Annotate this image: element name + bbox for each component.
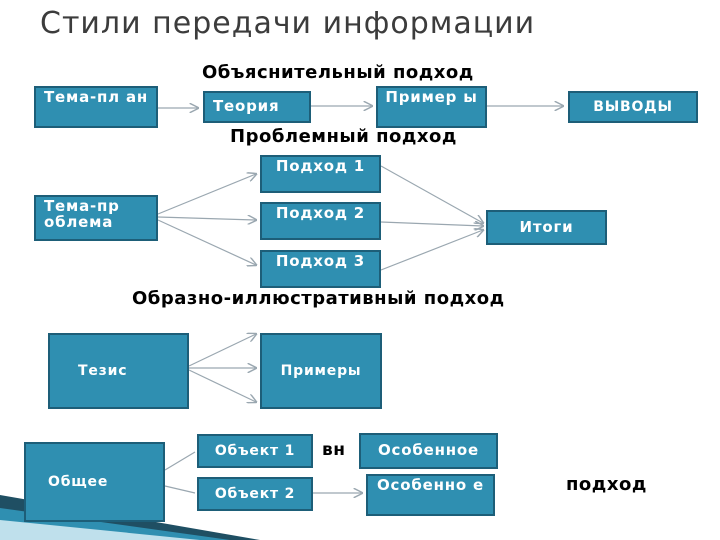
heading-fragment: вн bbox=[322, 440, 346, 460]
arrow-approach2-results bbox=[380, 222, 483, 226]
box-specific-2: Особенно е bbox=[366, 474, 495, 516]
arrow-problem-approach2 bbox=[157, 217, 256, 220]
box-thesis: Тезис bbox=[48, 333, 189, 409]
box-approach-3: Подход 3 bbox=[260, 250, 381, 288]
box-results: Итоги bbox=[486, 210, 607, 245]
box-general: Общее bbox=[24, 442, 165, 522]
arrow-general-object1 bbox=[164, 451, 196, 471]
box-approach-2: Подход 2 bbox=[260, 202, 381, 240]
arrow-problem-approach3 bbox=[157, 219, 256, 265]
box-object-2: Объект 2 bbox=[197, 477, 313, 511]
arrow-approach3-results bbox=[380, 230, 483, 271]
box-theory: Теория bbox=[203, 91, 311, 123]
arrow-thesis-examples-1 bbox=[188, 334, 256, 367]
arrow-general-object2 bbox=[164, 485, 196, 494]
box-approach-1: Подход 1 bbox=[260, 155, 381, 193]
box-specific-1: Особенное bbox=[359, 433, 498, 469]
arrow-approach1-results bbox=[380, 165, 483, 223]
box-topic-plan: Тема-пл ан bbox=[34, 86, 158, 128]
arrow-thesis-examples-3 bbox=[188, 369, 256, 402]
heading-explanatory: Объяснительный подход bbox=[202, 62, 474, 83]
heading-illustrative: Образно-иллюстративный подход bbox=[132, 288, 505, 309]
arrow-problem-approach1 bbox=[157, 174, 256, 215]
box-topic-problem: Тема-пр облема bbox=[34, 195, 158, 241]
slide-title: Стили передачи информации bbox=[40, 6, 536, 41]
box-object-1: Объект 1 bbox=[197, 434, 313, 468]
heading-approach-end: подход bbox=[566, 474, 647, 495]
box-examples: Пример ы bbox=[376, 86, 487, 128]
heading-problem: Проблемный подход bbox=[230, 126, 457, 147]
box-examples-illustrative: Примеры bbox=[260, 333, 382, 409]
box-conclusions: ВЫВОДЫ bbox=[568, 91, 698, 123]
